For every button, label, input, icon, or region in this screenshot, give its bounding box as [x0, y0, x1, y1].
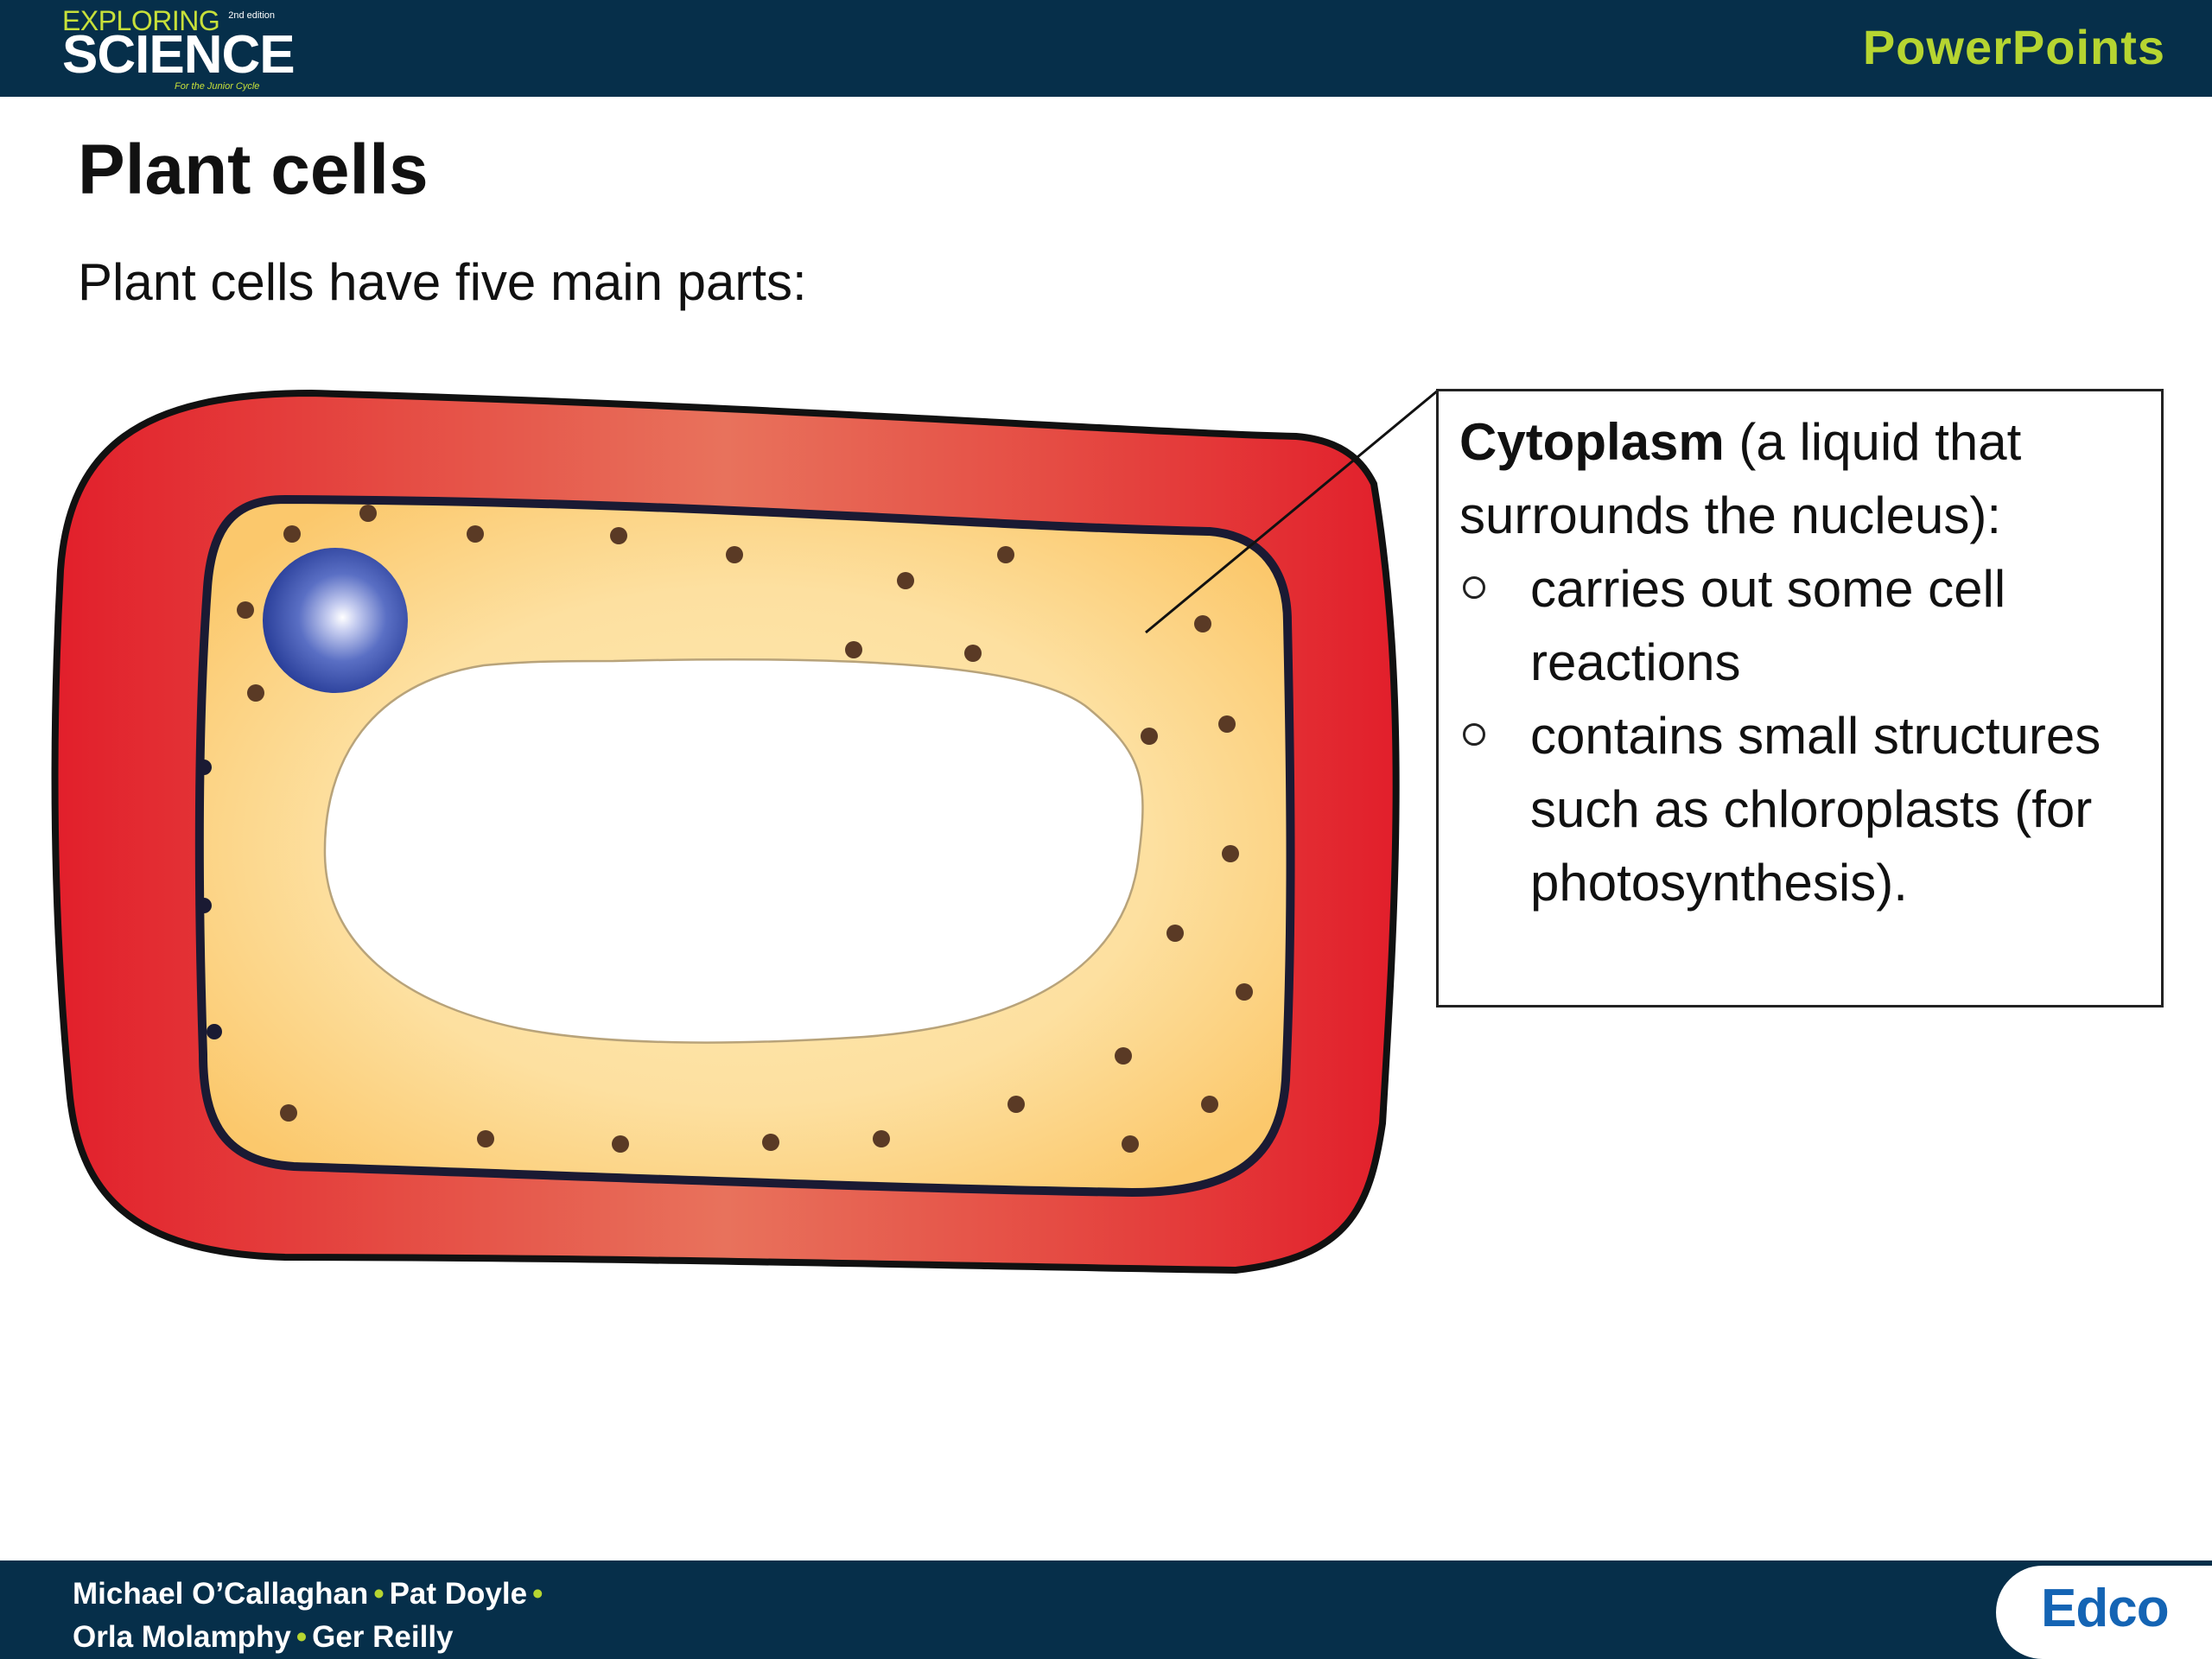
authors-credit: Michael O’Callaghan•Pat Doyle• Orla Mola…: [73, 1573, 548, 1659]
header-bar: EXPLORING 2nd edition SCIENCE For the Jun…: [0, 0, 2212, 97]
author-name: Orla Molamphy: [73, 1620, 291, 1654]
callout-definition: (a liquid that surrounds the nucleus):: [1459, 413, 2022, 544]
slide-intro: Plant cells have five main parts:: [78, 253, 807, 311]
callout-pointer-line: [1145, 389, 1439, 634]
powerpoints-label: PowerPoints: [1862, 20, 2165, 74]
organelles: [237, 505, 1253, 1153]
hollow-circle-icon: [1463, 723, 1485, 746]
logo-line1: EXPLORING: [62, 5, 220, 36]
footer-bar: Michael O’Callaghan•Pat Doyle• Orla Mola…: [0, 1560, 2212, 1659]
slide-title: Plant cells: [78, 130, 429, 209]
nucleus: [263, 548, 408, 693]
logo-tagline: For the Junior Cycle: [175, 81, 260, 92]
hollow-circle-icon: [1463, 576, 1485, 599]
bullet-text: contains small structures such as chloro…: [1530, 707, 2101, 912]
separator-dot-icon: •: [373, 1577, 385, 1611]
logo-line2: SCIENCE: [62, 25, 296, 85]
callout-term: Cytoplasm: [1459, 413, 1725, 471]
edco-logo: Edco: [1996, 1566, 2212, 1659]
list-item: contains small structures such as chloro…: [1459, 699, 2144, 919]
vacuole: [323, 658, 1144, 1044]
publisher-name: Edco: [2041, 1579, 2170, 1638]
list-item: carries out some cell reactions: [1459, 552, 2144, 699]
callout-bullet-list: carries out some cell reactions contains…: [1459, 552, 2144, 919]
author-name: Michael O’Callaghan: [73, 1577, 369, 1611]
cytoplasm-callout: Cytoplasm (a liquid that surrounds the n…: [1436, 389, 2164, 1007]
membrane-bumps: [196, 760, 222, 1039]
author-name: Pat Doyle: [389, 1577, 528, 1611]
logo-edition: 2nd edition: [228, 10, 276, 21]
bullet-text: carries out some cell reactions: [1530, 560, 2006, 691]
callout-heading: Cytoplasm (a liquid that surrounds the n…: [1459, 405, 2144, 552]
author-name: Ger Reilly: [312, 1620, 454, 1654]
separator-dot-icon: •: [532, 1577, 543, 1611]
separator-dot-icon: •: [296, 1620, 308, 1654]
exploring-science-logo: EXPLORING 2nd edition SCIENCE For the Jun…: [62, 5, 296, 95]
